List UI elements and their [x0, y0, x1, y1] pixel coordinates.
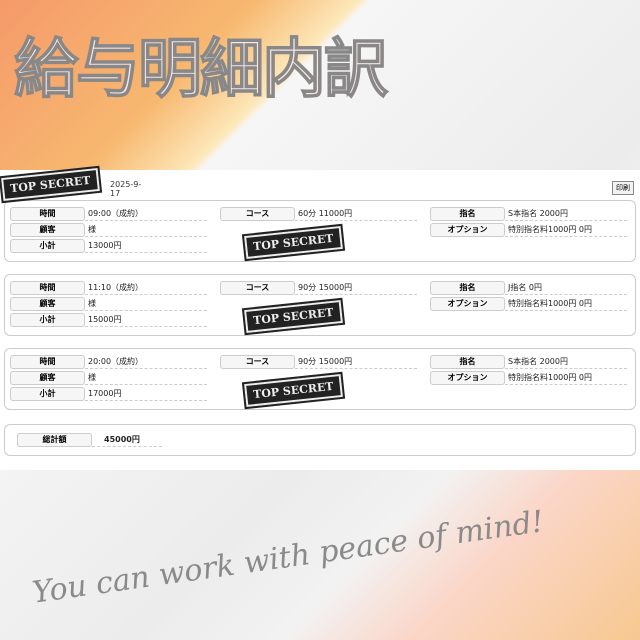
option-value: 特別指名料1000円 0円: [505, 223, 627, 237]
nomination-value: J指名 0円: [505, 281, 627, 295]
course-value: 90分 15000円: [295, 355, 417, 369]
option-label: オプション: [430, 371, 505, 385]
nomination-label: 指名: [430, 355, 505, 369]
customer-label: 顧客: [10, 371, 85, 385]
course-label: コース: [220, 281, 295, 295]
option-row: オプション特別指名料1000円 0円: [430, 297, 627, 311]
customer-label: 顧客: [10, 297, 85, 311]
customer-row: 顧客様: [10, 223, 207, 237]
time-label: 時間: [10, 281, 85, 295]
nomination-label: 指名: [430, 207, 505, 221]
customer-row: 顧客様: [10, 371, 207, 385]
print-button[interactable]: 印刷: [612, 181, 634, 195]
time-value: 20:00（成約）: [85, 355, 207, 369]
customer-row: 顧客様: [10, 297, 207, 311]
time-label: 時間: [10, 355, 85, 369]
top-secret-stamp: TOP SECRET: [242, 371, 345, 410]
option-label: オプション: [430, 223, 505, 237]
top-secret-stamp: TOP SECRET: [242, 297, 345, 336]
customer-label: 顧客: [10, 223, 85, 237]
nomination-value: S本指名 2000円: [505, 207, 627, 221]
course-value: 60分 11000円: [295, 207, 417, 221]
time-label: 時間: [10, 207, 85, 221]
statement-date: 2025-9-17: [110, 180, 148, 201]
nomination-label: 指名: [430, 281, 505, 295]
subtotal-label: 小計: [10, 313, 85, 327]
time-value: 11:10（成約）: [85, 281, 207, 295]
page-title: 給与明細内訳: [13, 32, 389, 108]
customer-value: 様: [85, 223, 207, 237]
subtotal-label: 小計: [10, 239, 85, 253]
option-row: オプション特別指名料1000円 0円: [430, 223, 627, 237]
time-value: 09:00（成約）: [85, 207, 207, 221]
subtotal-value: 15000円: [85, 313, 207, 327]
option-label: オプション: [430, 297, 505, 311]
subtotal-value: 13000円: [85, 239, 207, 253]
course-value: 90分 15000円: [295, 281, 417, 295]
total-row: 総計額 45000円: [17, 433, 162, 447]
option-row: オプション特別指名料1000円 0円: [430, 371, 627, 385]
course-label: コース: [220, 355, 295, 369]
customer-value: 様: [85, 371, 207, 385]
option-value: 特別指名料1000円 0円: [505, 297, 627, 311]
course-label: コース: [220, 207, 295, 221]
subtotal-label: 小計: [10, 387, 85, 401]
subtotal-value: 17000円: [85, 387, 207, 401]
nomination-value: S本指名 2000円: [505, 355, 627, 369]
option-value: 特別指名料1000円 0円: [505, 371, 627, 385]
top-secret-stamp: TOP SECRET: [242, 223, 345, 262]
customer-value: 様: [85, 297, 207, 311]
total-value: 45000円: [92, 433, 162, 447]
total-label: 総計額: [17, 433, 92, 447]
total-card: 総計額 45000円: [4, 424, 636, 456]
